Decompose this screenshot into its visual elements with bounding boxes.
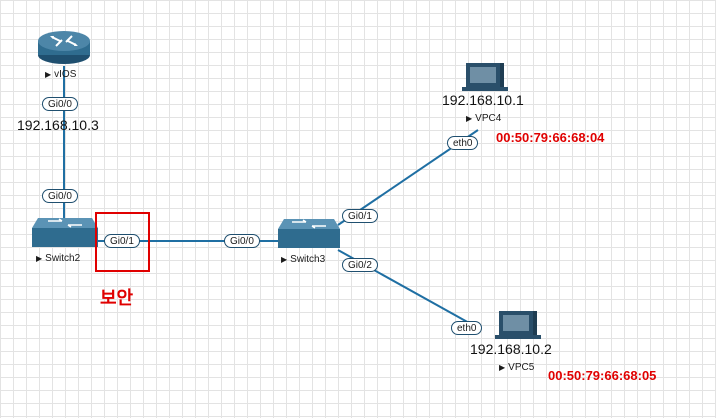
play-triangle-icon: ▶ [36, 254, 43, 263]
port-label-switch2-gi00[interactable]: Gi0/0 [42, 189, 78, 203]
port-label-switch3-gi02[interactable]: Gi0/2 [342, 258, 378, 272]
vpc5-label[interactable]: ▶VPC5 [499, 362, 535, 373]
port-label-switch3-gi00[interactable]: Gi0/0 [224, 234, 260, 248]
port-label-switch3-gi01[interactable]: Gi0/1 [342, 209, 378, 223]
vpc5-ip-label: 192.168.10.2 [470, 341, 552, 357]
vpc4-label[interactable]: ▶VPC4 [466, 113, 502, 124]
security-highlight-box [95, 212, 150, 272]
switch-icon[interactable] [32, 218, 98, 247]
play-triangle-icon: ▶ [466, 114, 473, 123]
play-triangle-icon: ▶ [45, 70, 52, 79]
port-label-switch2-gi01[interactable]: Gi0/1 [104, 234, 140, 248]
router-label[interactable]: ▶vIOS [45, 69, 77, 80]
vpc5-mac-label: 00:50:79:66:68:05 [548, 368, 657, 383]
vpc-monitor-icon[interactable] [495, 311, 541, 339]
port-label-vpc4-eth0[interactable]: eth0 [447, 136, 479, 150]
vpc4-ip-label: 192.168.10.1 [442, 92, 524, 108]
port-label-vpc5-eth0[interactable]: eth0 [451, 321, 483, 335]
port-label-router-gi00[interactable]: Gi0/0 [42, 97, 78, 111]
switch-icon[interactable] [278, 219, 340, 248]
router-icon[interactable] [38, 31, 90, 64]
play-triangle-icon: ▶ [281, 255, 288, 264]
vpc4-mac-label: 00:50:79:66:68:04 [496, 130, 605, 145]
security-annotation: 보안 [100, 288, 134, 309]
router-ip-label: 192.168.10.3 [17, 117, 99, 133]
switch2-label[interactable]: ▶Switch2 [36, 253, 81, 264]
switch3-label[interactable]: ▶Switch3 [281, 254, 326, 265]
vpc-monitor-icon[interactable] [462, 63, 508, 91]
play-triangle-icon: ▶ [499, 363, 506, 372]
